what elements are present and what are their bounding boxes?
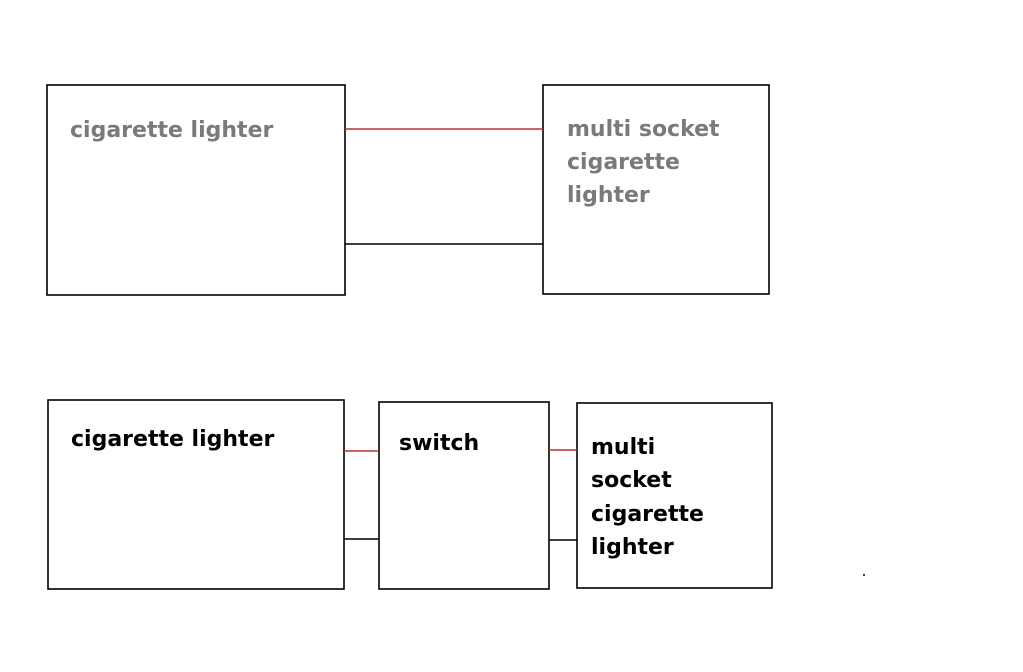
top-multi-socket-label-line-3: lighter	[567, 183, 650, 208]
bottom-multi-socket-label-line-2: socket	[591, 468, 672, 493]
stray-dot	[863, 574, 865, 576]
bottom-cigarette-lighter-label: cigarette lighter	[71, 427, 274, 452]
top-multi-socket-label-line-2: cigarette	[567, 150, 680, 175]
bottom-cigarette-lighter-box	[47, 399, 345, 590]
top-cigarette-lighter-box	[46, 84, 346, 296]
bottom-switch-box	[378, 401, 550, 590]
top-diagram: cigarette lighter multi socket cigarette…	[46, 84, 770, 296]
bottom-switch-label: switch	[399, 431, 479, 456]
top-multi-socket-label-line-1: multi socket	[567, 117, 720, 142]
bottom-multi-socket-box	[576, 402, 773, 589]
bottom-diagram: cigarette lighter switch multi socket ci…	[47, 399, 773, 590]
bottom-multi-socket-label-line-4: lighter	[591, 535, 674, 560]
bottom-multi-socket-label-line-1: multi	[591, 435, 655, 460]
bottom-multi-socket-label-line-3: cigarette	[591, 502, 704, 527]
top-cigarette-lighter-label: cigarette lighter	[70, 118, 273, 143]
top-multi-socket-box	[542, 84, 770, 295]
